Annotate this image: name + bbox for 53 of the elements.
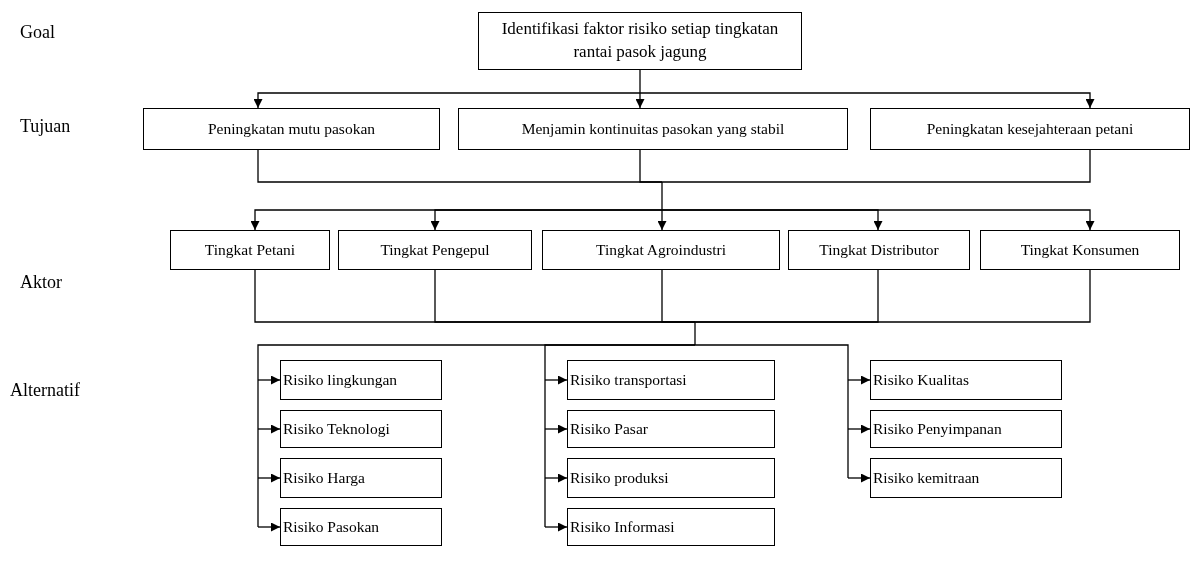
level-label: Goal (20, 22, 55, 43)
actor-box: Tingkat Pengepul (338, 230, 532, 270)
arrow (544, 424, 568, 434)
level-label: Alternatif (10, 380, 80, 401)
arrow (257, 375, 281, 385)
alternative-box: Risiko Teknologi (280, 410, 442, 448)
arrow (430, 209, 663, 231)
connector-line (847, 362, 849, 479)
connector-line (257, 362, 259, 528)
goal-box: Identifikasi faktor risiko setiap tingkatan rantai pasok jagung (478, 12, 802, 70)
arrow (657, 209, 667, 231)
arrow (661, 209, 1095, 231)
alternative-box: Risiko Penyimpanan (870, 410, 1062, 448)
arrow (257, 424, 281, 434)
alternative-box: Risiko Pasar (567, 410, 775, 448)
arrow (847, 424, 871, 434)
alternative-box: Risiko Harga (280, 458, 442, 498)
objective-box: Peningkatan kesejahteraan petani (870, 108, 1190, 150)
connector-line (661, 149, 1091, 183)
connector-line (544, 362, 546, 528)
connector-line (694, 269, 1091, 323)
actor-box: Tingkat Distributor (788, 230, 970, 270)
connector-line (661, 181, 663, 211)
objective-box: Peningkatan mutu pasokan (143, 108, 440, 150)
arrow (257, 522, 281, 532)
arrow (847, 473, 871, 483)
actor-box: Tingkat Konsumen (980, 230, 1180, 270)
level-label: Aktor (20, 272, 62, 293)
alternative-box: Risiko Pasokan (280, 508, 442, 546)
alternative-box: Risiko kemitraan (870, 458, 1062, 498)
connector-line (694, 344, 849, 364)
objective-box: Menjamin kontinuitas pasokan yang stabil (458, 108, 848, 150)
alternative-box: Risiko produksi (567, 458, 775, 498)
connector-line (639, 149, 663, 183)
level-label: Tujuan (20, 116, 71, 137)
connector-line (544, 344, 696, 364)
alternative-box: Risiko transportasi (567, 360, 775, 400)
alternative-box: Risiko lingkungan (280, 360, 442, 400)
arrow (257, 473, 281, 483)
connector-line (661, 269, 696, 323)
arrow (544, 375, 568, 385)
connector-line (639, 69, 641, 94)
arrow (544, 522, 568, 532)
arrow (544, 473, 568, 483)
arrow (847, 375, 871, 385)
arrow (253, 92, 641, 109)
alternative-box: Risiko Informasi (567, 508, 775, 546)
actor-box: Tingkat Petani (170, 230, 330, 270)
arrow (635, 92, 645, 109)
alternative-box: Risiko Kualitas (870, 360, 1062, 400)
actor-box: Tingkat Agroindustri (542, 230, 780, 270)
connector-line (694, 321, 696, 346)
arrow (639, 92, 1095, 109)
